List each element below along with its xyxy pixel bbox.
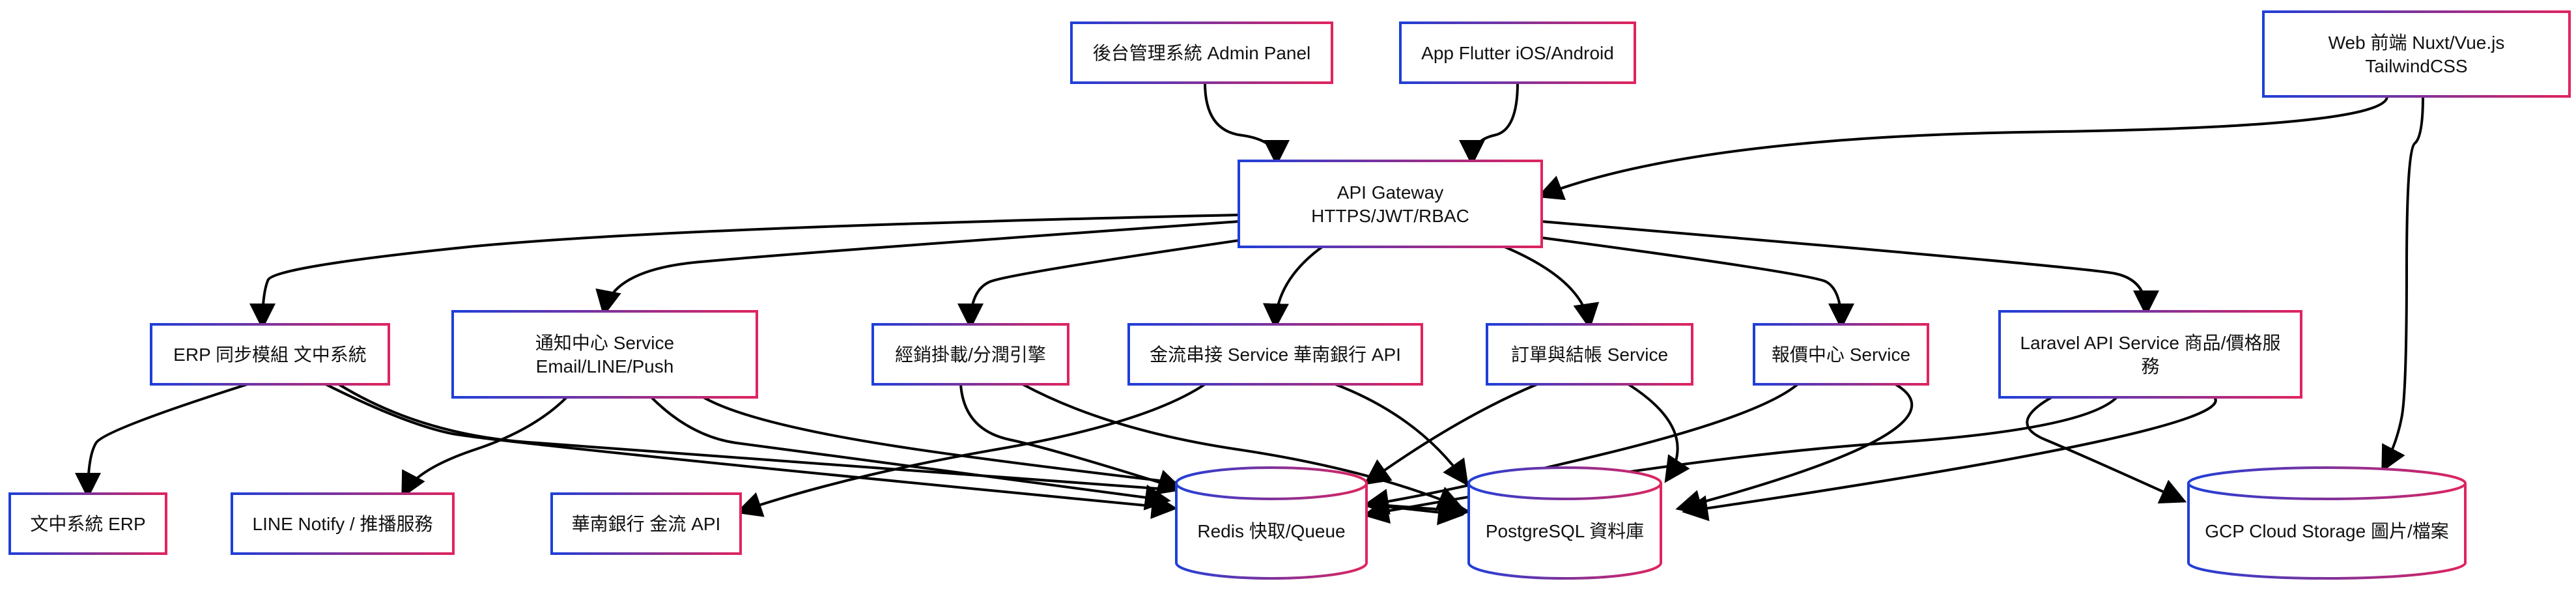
- node-label: PostgreSQL 資料庫: [1486, 521, 1644, 541]
- node-erp: 文中系統 ERP: [8, 492, 167, 555]
- node-box: [150, 323, 390, 386]
- node-label: 金流串接 Service 華南銀行 API: [1150, 345, 1401, 365]
- node-label: 後台管理系統 Admin Panel: [1093, 43, 1311, 63]
- node-box: [1070, 21, 1333, 84]
- cylinder-body: [2187, 466, 2467, 580]
- edge-laravel-to-gcs: [2026, 396, 2187, 504]
- node-postgres: PostgreSQL 資料庫: [1467, 466, 1662, 580]
- node-label: HTTPS/JWT/RBAC: [1311, 206, 1469, 226]
- edge-gateway-to-erp_sync: [249, 214, 1239, 330]
- node-label: Laravel API Service 商品/價格服: [2020, 333, 2281, 353]
- node-label: 報價中心 Service: [1772, 345, 1910, 365]
- node-quote: 報價中心 Service: [1753, 323, 1929, 386]
- node-label: 文中系統 ERP: [30, 514, 145, 534]
- cylinder-body: [1467, 466, 1662, 580]
- node-box: [8, 492, 167, 555]
- node-box: [550, 492, 742, 555]
- edge-payment-to-bank: [735, 383, 1206, 517]
- node-admin: 後台管理系統 Admin Panel: [1070, 21, 1333, 84]
- node-label: API Gateway: [1337, 182, 1443, 203]
- edge-gateway-to-laravel: [1541, 220, 2159, 317]
- node-box: [1486, 323, 1693, 386]
- edge-erp_sync-to-erp: [75, 383, 248, 499]
- node-label: ERP 同步模組 文中系統: [173, 345, 367, 365]
- edge-laravel-to-postgres: [1682, 396, 2217, 522]
- edge-quote-to-postgres: [1675, 383, 1914, 516]
- node-payment: 金流串接 Service 華南銀行 API: [1127, 323, 1423, 386]
- node-line: LINE Notify / 推播服務: [231, 492, 455, 555]
- edge-erp_sync-to-redis: [325, 383, 1178, 519]
- edge-web-to-gcs: [2381, 96, 2424, 473]
- node-label: Redis 快取/Queue: [1197, 521, 1345, 541]
- node-label: Web 前端 Nuxt/Vue.js: [2328, 33, 2505, 53]
- edge-gateway-to-orders: [1504, 246, 1600, 330]
- edge-web-to-gateway: [1536, 96, 2388, 201]
- edge-payment-to-postgres: [1335, 383, 1469, 487]
- nodes-layer: 後台管理系統 Admin Panel App Flutter iOS/Androi…: [8, 10, 2571, 580]
- node-label: GCP Cloud Storage 圖片/檔案: [2205, 521, 2449, 541]
- edge-erp_sync-to-postgres: [337, 383, 1471, 523]
- node-orders: 訂單與結帳 Service: [1486, 323, 1693, 386]
- node-label: 訂單與結帳 Service: [1511, 345, 1668, 365]
- cylinder-top-rim: [1175, 483, 1368, 500]
- edge-admin-to-gateway: [1204, 82, 1290, 166]
- edge-app-to-gateway: [1459, 82, 1519, 166]
- node-bank: 華南銀行 金流 API: [550, 492, 742, 555]
- edge-distrib-to-redis: [959, 384, 1184, 495]
- node-redis: Redis 快取/Queue: [1175, 466, 1368, 580]
- edges-layer: [75, 82, 2424, 526]
- node-box: [871, 323, 1069, 386]
- node-box: [1238, 160, 1543, 248]
- cylinder-top-rim: [1467, 483, 1662, 500]
- node-label: TailwindCSS: [2365, 56, 2467, 76]
- edge-gateway-to-quote: [1541, 236, 1854, 330]
- node-box: [1399, 21, 1636, 84]
- node-label: 華南銀行 金流 API: [572, 514, 721, 534]
- node-label: Email/LINE/Push: [536, 356, 674, 376]
- node-distrib: 經銷掛載/分潤引擎: [871, 323, 1069, 386]
- node-box: [1127, 323, 1423, 386]
- node-box: [1753, 323, 1929, 386]
- node-erp-sync: ERP 同步模組 文中系統: [150, 323, 390, 386]
- node-gcs: GCP Cloud Storage 圖片/檔案: [2187, 466, 2467, 580]
- edge-notify-to-redis: [650, 396, 1171, 511]
- node-box: [2262, 10, 2571, 98]
- node-box: [231, 492, 455, 555]
- node-label: 務: [2141, 356, 2159, 376]
- edge-distrib-to-postgres: [1022, 383, 1464, 511]
- edge-quote-to-redis: [1363, 383, 1799, 515]
- edge-gateway-to-payment: [1262, 246, 1323, 330]
- node-label: 經銷掛載/分潤引擎: [895, 345, 1046, 365]
- edge-gateway-to-distrib: [957, 236, 1258, 330]
- node-box: [1998, 310, 2302, 399]
- node-label: 通知中心 Service: [535, 333, 674, 353]
- node-box: [451, 310, 758, 399]
- cylinder-body: [1175, 466, 1368, 580]
- node-app: App Flutter iOS/Android: [1399, 21, 1636, 84]
- edge-orders-to-redis: [1363, 383, 1538, 485]
- node-label: LINE Notify / 推播服務: [253, 514, 433, 534]
- edge-notify-to-line: [401, 396, 568, 499]
- node-label: App Flutter iOS/Android: [1421, 43, 1614, 63]
- cylinder-top-rim: [2187, 483, 2467, 500]
- edge-gateway-to-notify: [595, 220, 1239, 317]
- edge-orders-to-postgres: [1627, 383, 1690, 483]
